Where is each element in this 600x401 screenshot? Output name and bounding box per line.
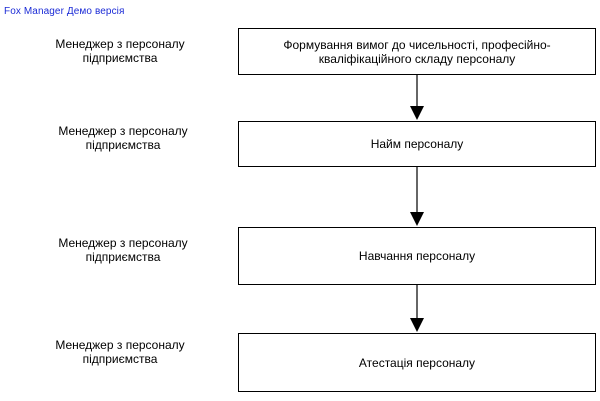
role-label-1: Менеджер з персоналу підприємства: [55, 37, 185, 65]
process-label-2: Найм персоналу: [370, 137, 464, 151]
process-box-4[interactable]: Атестація персоналу: [238, 333, 596, 392]
watermark-text: Fox Manager Демо версія: [4, 6, 125, 17]
process-label-4: Атестація персоналу: [358, 355, 476, 370]
arrow-1-to-2: [410, 75, 424, 120]
process-label-1: Формування вимог до чисельності, професі…: [283, 37, 551, 66]
process-box-2[interactable]: Найм персоналу: [238, 121, 596, 167]
role-label-4: Менеджер з персоналу підприємства: [55, 338, 185, 366]
process-box-1[interactable]: Формування вимог до чисельності, професі…: [238, 28, 596, 75]
arrow-2-to-3: [410, 167, 424, 226]
arrow-3-to-4: [410, 285, 424, 332]
process-box-3[interactable]: Навчання персоналу: [238, 227, 596, 285]
process-label-3: Навчання персоналу: [358, 249, 476, 263]
role-label-2: Менеджер з персоналу підприємства: [58, 124, 188, 152]
role-label-3: Менеджер з персоналу підприємства: [58, 236, 188, 264]
